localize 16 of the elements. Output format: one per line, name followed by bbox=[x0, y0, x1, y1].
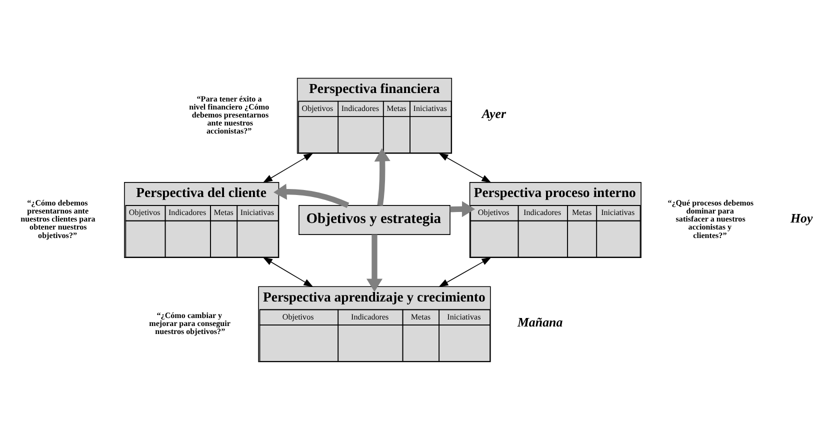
node-box: Objetivos y estrategia bbox=[298, 205, 450, 235]
node-label: “¿Cómo debemos presentarnos ante nuestros clientes para obtener nuestros objetivos?” bbox=[20, 198, 96, 240]
arrow bbox=[438, 257, 492, 288]
arrow bbox=[374, 148, 390, 206]
arrow bbox=[450, 201, 476, 218]
arrow bbox=[262, 152, 314, 183]
node-label: “Para tener éxito a nivel financiero ¿Cómo debemos presentarnos ante nuestros accionistas?” bbox=[189, 94, 270, 136]
arrow bbox=[262, 257, 314, 288]
label: Mañana bbox=[517, 314, 563, 330]
arrow bbox=[438, 152, 492, 183]
node-label: “¿Qué procesos debemos dominar para satisfacer a nuestros accionistas y clientes?” bbox=[668, 198, 754, 240]
label: Ayer bbox=[482, 106, 506, 122]
label: Hoy bbox=[790, 210, 813, 226]
node-label: “¿Cómo cambiar y mejorar para conseguir nuestros objetivos?” bbox=[149, 310, 230, 336]
arrow bbox=[366, 234, 382, 292]
arrow bbox=[274, 184, 350, 208]
